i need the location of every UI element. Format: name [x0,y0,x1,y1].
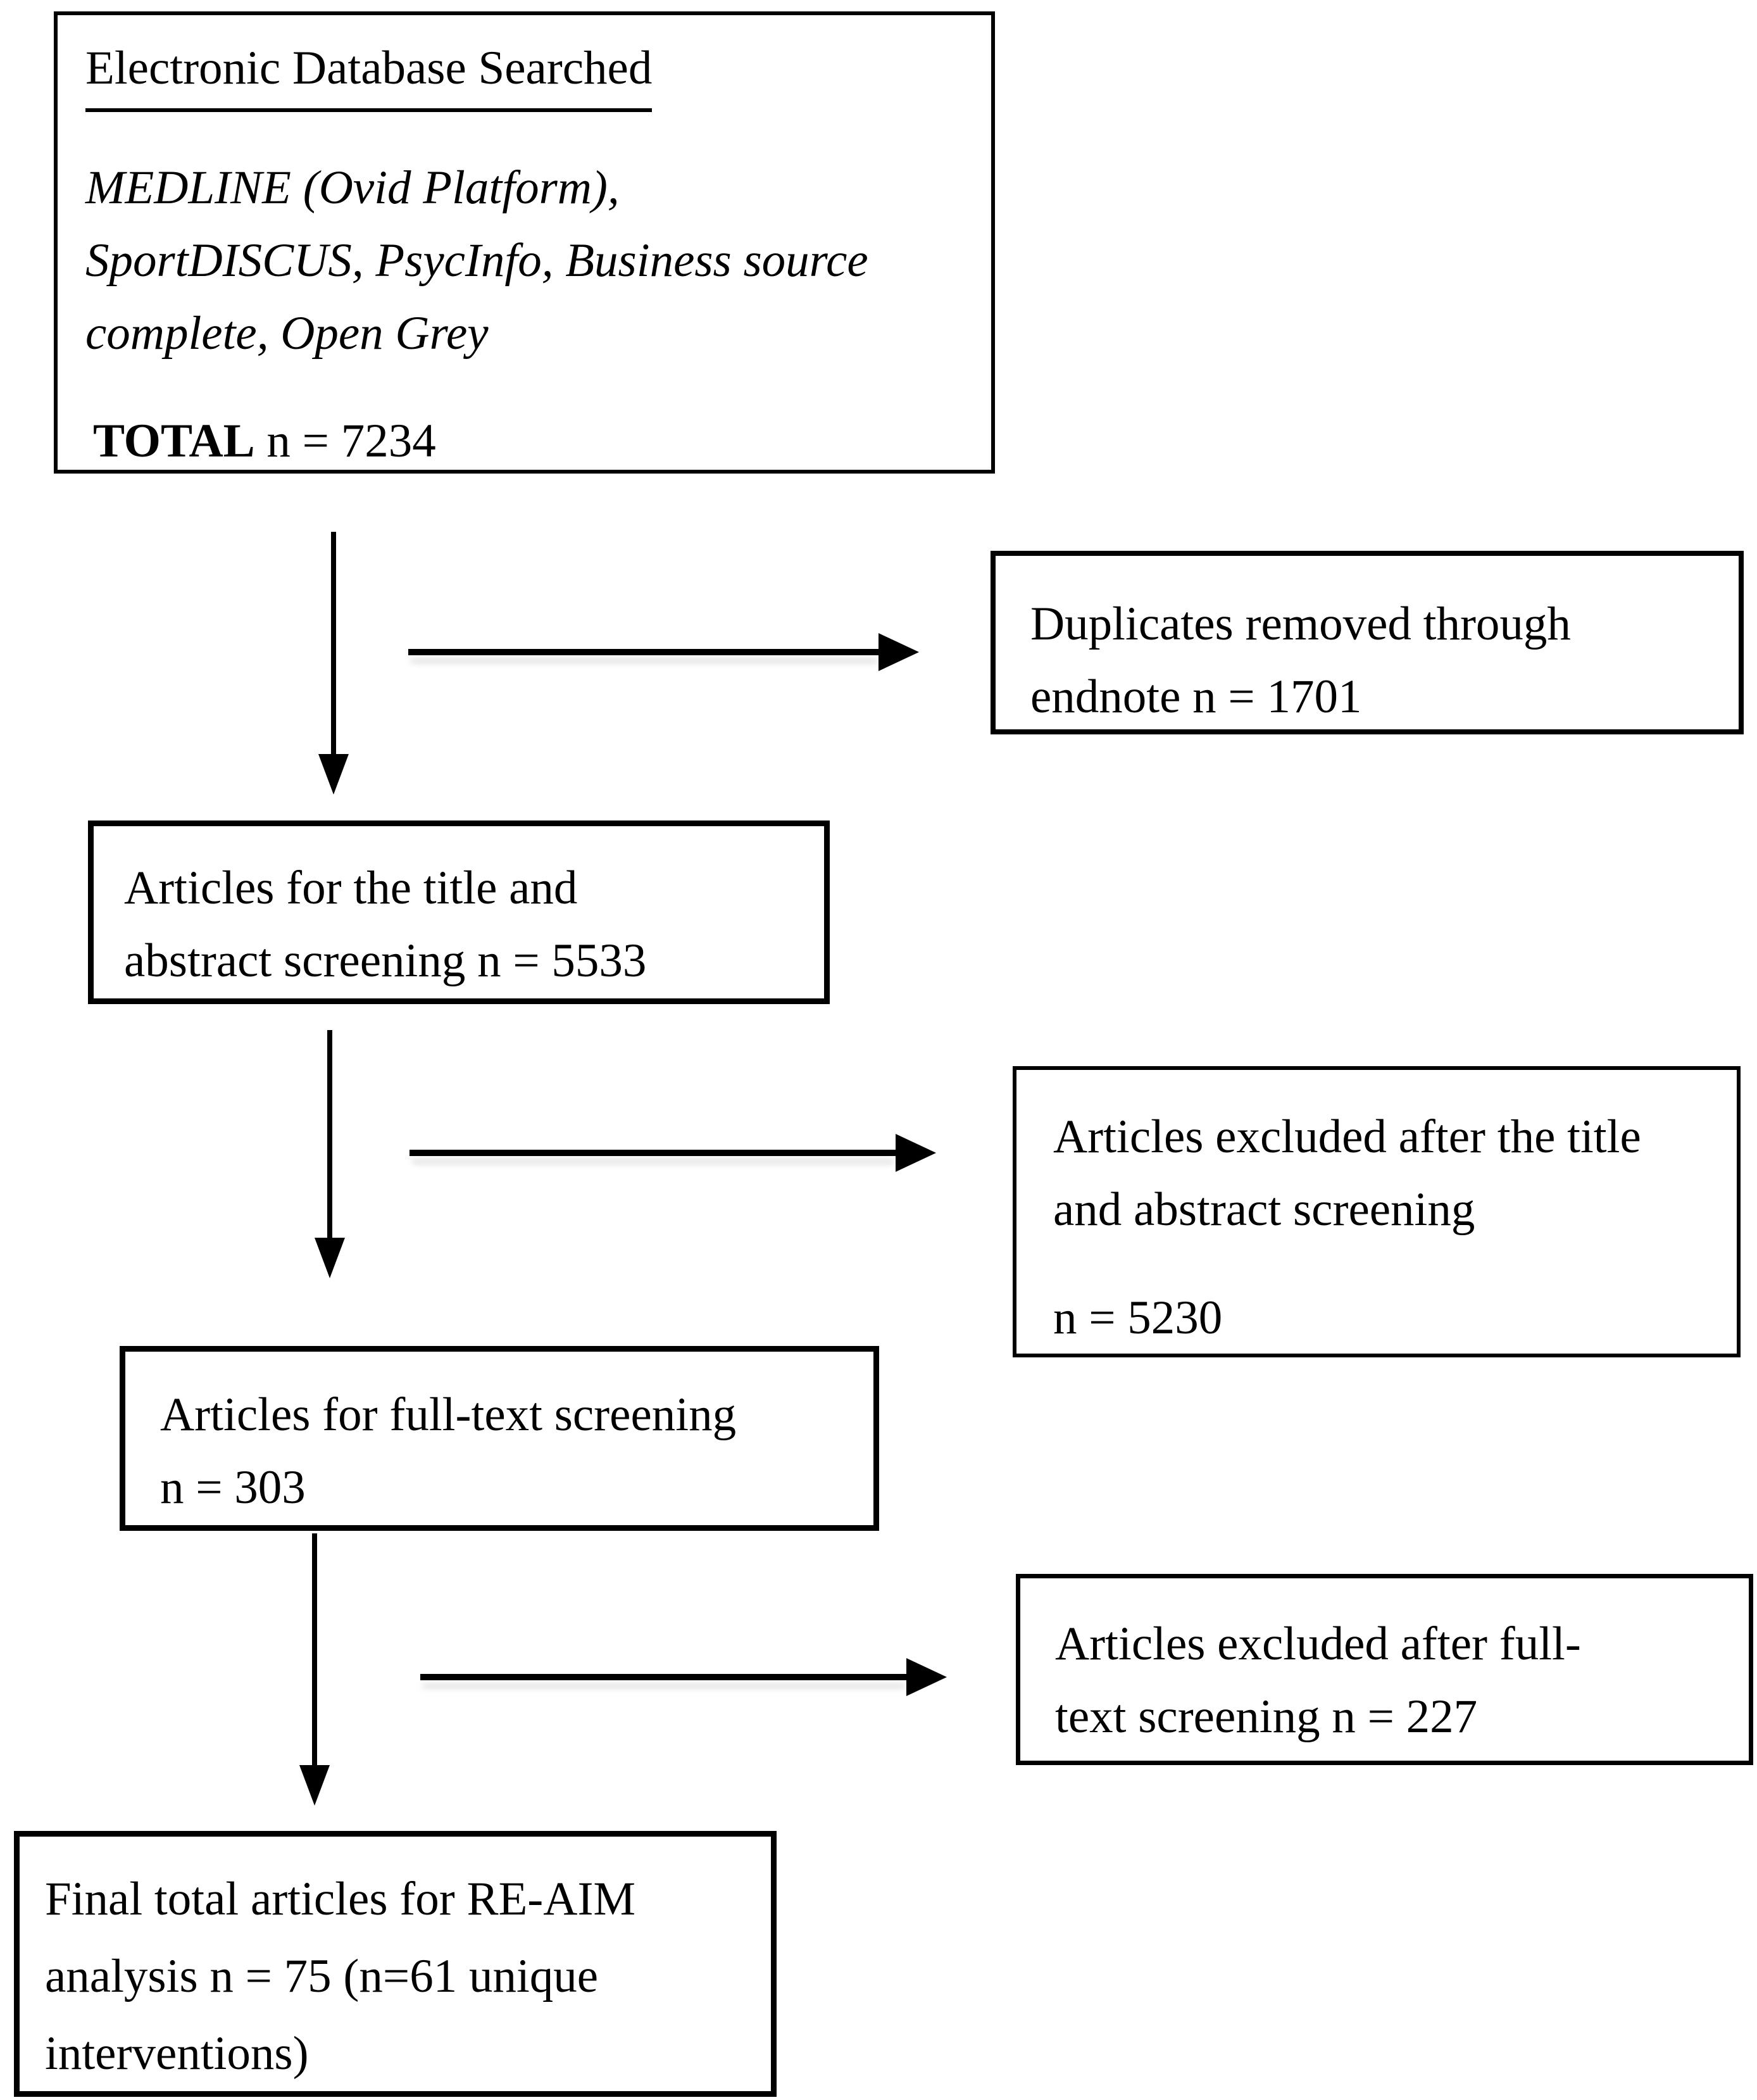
title-abstract-screening-box: Articles for the title and abstract scre… [88,821,830,1004]
arrow-shaft [408,649,880,655]
box-text-line: text screening n = 227 [1055,1690,1478,1743]
source-box-title: Electronic Database Searched [85,32,653,112]
box-text-line: abstract screening n = 5533 [124,934,647,987]
duplicates-removed-box: Duplicates removed through endnote n = 1… [991,551,1744,734]
box-text-line: and abstract screening [1053,1183,1475,1236]
box-text-line: interventions) [45,2027,309,2080]
box-text-line: Articles excluded after the title [1053,1110,1641,1163]
arrow-right-head-icon [896,1134,936,1172]
database-list-line: MEDLINE (Ovid Platform), [85,161,620,214]
database-list-line: complete, Open Grey [85,307,489,360]
box-text-line: Articles for full-text screening [160,1388,737,1441]
total-label: TOTAL [93,415,255,467]
arrow-shaft [410,1150,897,1156]
excluded-fulltext-box: Articles excluded after full- text scree… [1016,1574,1753,1765]
box-text-line: analysis n = 75 (n=61 unique [45,1950,599,2003]
arrow-down-head-icon [318,754,349,795]
arrow-down-head-icon [299,1765,330,1806]
arrow-shaft [312,1533,317,1766]
source-databases-box: Electronic Database Searched MEDLINE (Ov… [54,11,995,474]
total-value: n = 7234 [266,415,436,467]
box-text-line: Duplicates removed through [1030,598,1571,650]
arrow-shaft [327,1030,332,1239]
box-text-line: n = 303 [160,1461,306,1514]
excluded-title-abstract-box: Articles excluded after the title and ab… [1013,1066,1741,1357]
box-text-line: Final total articles for RE-AIM [45,1873,636,1925]
excluded-count: n = 5230 [1053,1292,1223,1344]
arrow-right-head-icon [906,1658,947,1696]
arrow-shaft [420,1674,908,1680]
arrow-shaft [331,532,336,755]
box-text-line: endnote n = 1701 [1030,670,1362,723]
total-count-line: TOTAL n = 7234 [85,405,972,477]
arrow-right-head-icon [878,633,919,671]
fulltext-screening-box: Articles for full-text screening n = 303 [120,1346,879,1531]
box-text-line: Articles for the title and [124,862,578,914]
final-total-box: Final total articles for RE-AIM analysis… [14,1831,777,2097]
database-list-line: SportDISCUS, PsycInfo, Business source [85,234,868,287]
arrow-down-head-icon [315,1238,345,1278]
box-text-line: Articles excluded after full- [1055,1618,1581,1670]
